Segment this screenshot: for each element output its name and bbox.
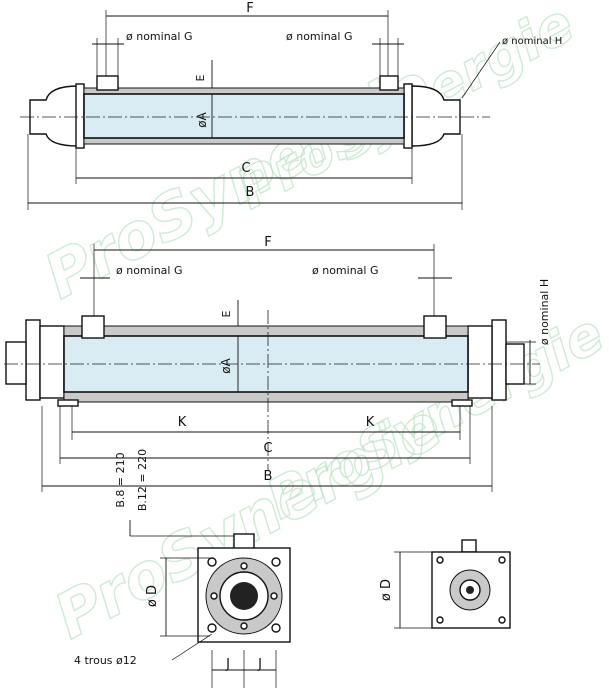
end-right-nozzle	[461, 539, 477, 553]
top-left-cap	[29, 85, 79, 147]
mid-dim-B-label: B	[264, 469, 273, 484]
end-left-hole-5	[240, 562, 248, 570]
end-left-dim-J-left-label: J	[225, 657, 230, 672]
top-tube	[83, 93, 405, 139]
end-right-hole-1	[436, 556, 444, 564]
end-left-holes-label: 4 trous ø12	[74, 654, 137, 667]
mid-dim-E-label: E	[220, 310, 233, 317]
top-right-cap	[411, 85, 461, 147]
end-left-hole-1	[207, 557, 217, 567]
top-dim-A-label: øA	[195, 111, 209, 127]
top-dim-G-left-label: ø nominal G	[126, 30, 193, 43]
mid-dim-b12-label: B.12 = 220	[136, 449, 149, 511]
end-right-hole-3	[436, 616, 444, 624]
top-right-flange	[403, 83, 413, 149]
end-left-hole-8	[270, 592, 278, 600]
end-left-hole-6	[240, 622, 248, 630]
end-right-hole-2	[498, 556, 506, 564]
top-dim-H-leader	[461, 41, 501, 99]
mid-dim-C-label: C	[263, 441, 272, 456]
mid-right-foot	[451, 399, 473, 407]
top-dim-B-label: B	[246, 185, 255, 200]
mid-nozzle-left	[81, 315, 105, 339]
mid-dim-K-left-label: K	[178, 415, 187, 430]
mid-left-end	[25, 319, 41, 401]
mid-dim-K-right-label: K	[366, 415, 375, 430]
mid-left-cap	[39, 325, 65, 399]
top-dim-G-right-label: ø nominal G	[286, 30, 353, 43]
top-view: F ø nominal G ø nominal G ø nominal H E …	[20, 1, 562, 210]
end-left-dim-D-label: ø D	[145, 585, 160, 607]
mid-right-cap	[467, 325, 493, 399]
end-right-hole-4	[498, 616, 506, 624]
end-left-hole-3	[207, 623, 217, 633]
end-right-dim-D-label: ø D	[379, 579, 394, 601]
top-dim-E-label: E	[194, 74, 207, 81]
end-right-bolt-holes	[436, 556, 506, 624]
mid-right-end	[491, 319, 507, 401]
end-left-hole-4	[271, 623, 281, 633]
end-view-right: ø D	[379, 539, 511, 629]
top-dim-F-label: F	[246, 1, 253, 16]
mid-dim-H-label: ø nominal H	[538, 279, 551, 345]
mid-dim-G-left-label: ø nominal G	[116, 264, 183, 277]
end-left-hole-7	[210, 592, 218, 600]
top-dim-H-label: ø nominal H	[502, 36, 562, 47]
end-left-bore	[230, 582, 258, 610]
middle-view: F ø nominal G ø nominal G ø nominal H E …	[4, 235, 551, 511]
end-left-holes-leader	[171, 633, 213, 661]
end-left-bolt-holes	[207, 557, 281, 633]
mid-left-foot	[57, 399, 79, 407]
mid-dim-b8-label: B.8 = 210	[114, 452, 127, 507]
end-right-bore	[466, 586, 474, 594]
mid-dim-G-right-label: ø nominal G	[312, 264, 379, 277]
mid-dim-A-label: øA	[219, 357, 233, 373]
end-left-dim-J-right-label: J	[257, 657, 262, 672]
mid-dim-F-label: F	[264, 235, 271, 250]
mid-left-port	[5, 341, 27, 385]
end-left-hole-2	[271, 557, 281, 567]
mid-nozzle-right	[423, 315, 447, 339]
top-nozzle-left	[96, 75, 119, 91]
end-view-left: ø D 4 trous ø12 J J	[74, 520, 291, 688]
top-left-flange	[75, 83, 85, 149]
top-nozzle-right	[379, 75, 399, 91]
top-dim-C-label: C	[241, 161, 250, 176]
